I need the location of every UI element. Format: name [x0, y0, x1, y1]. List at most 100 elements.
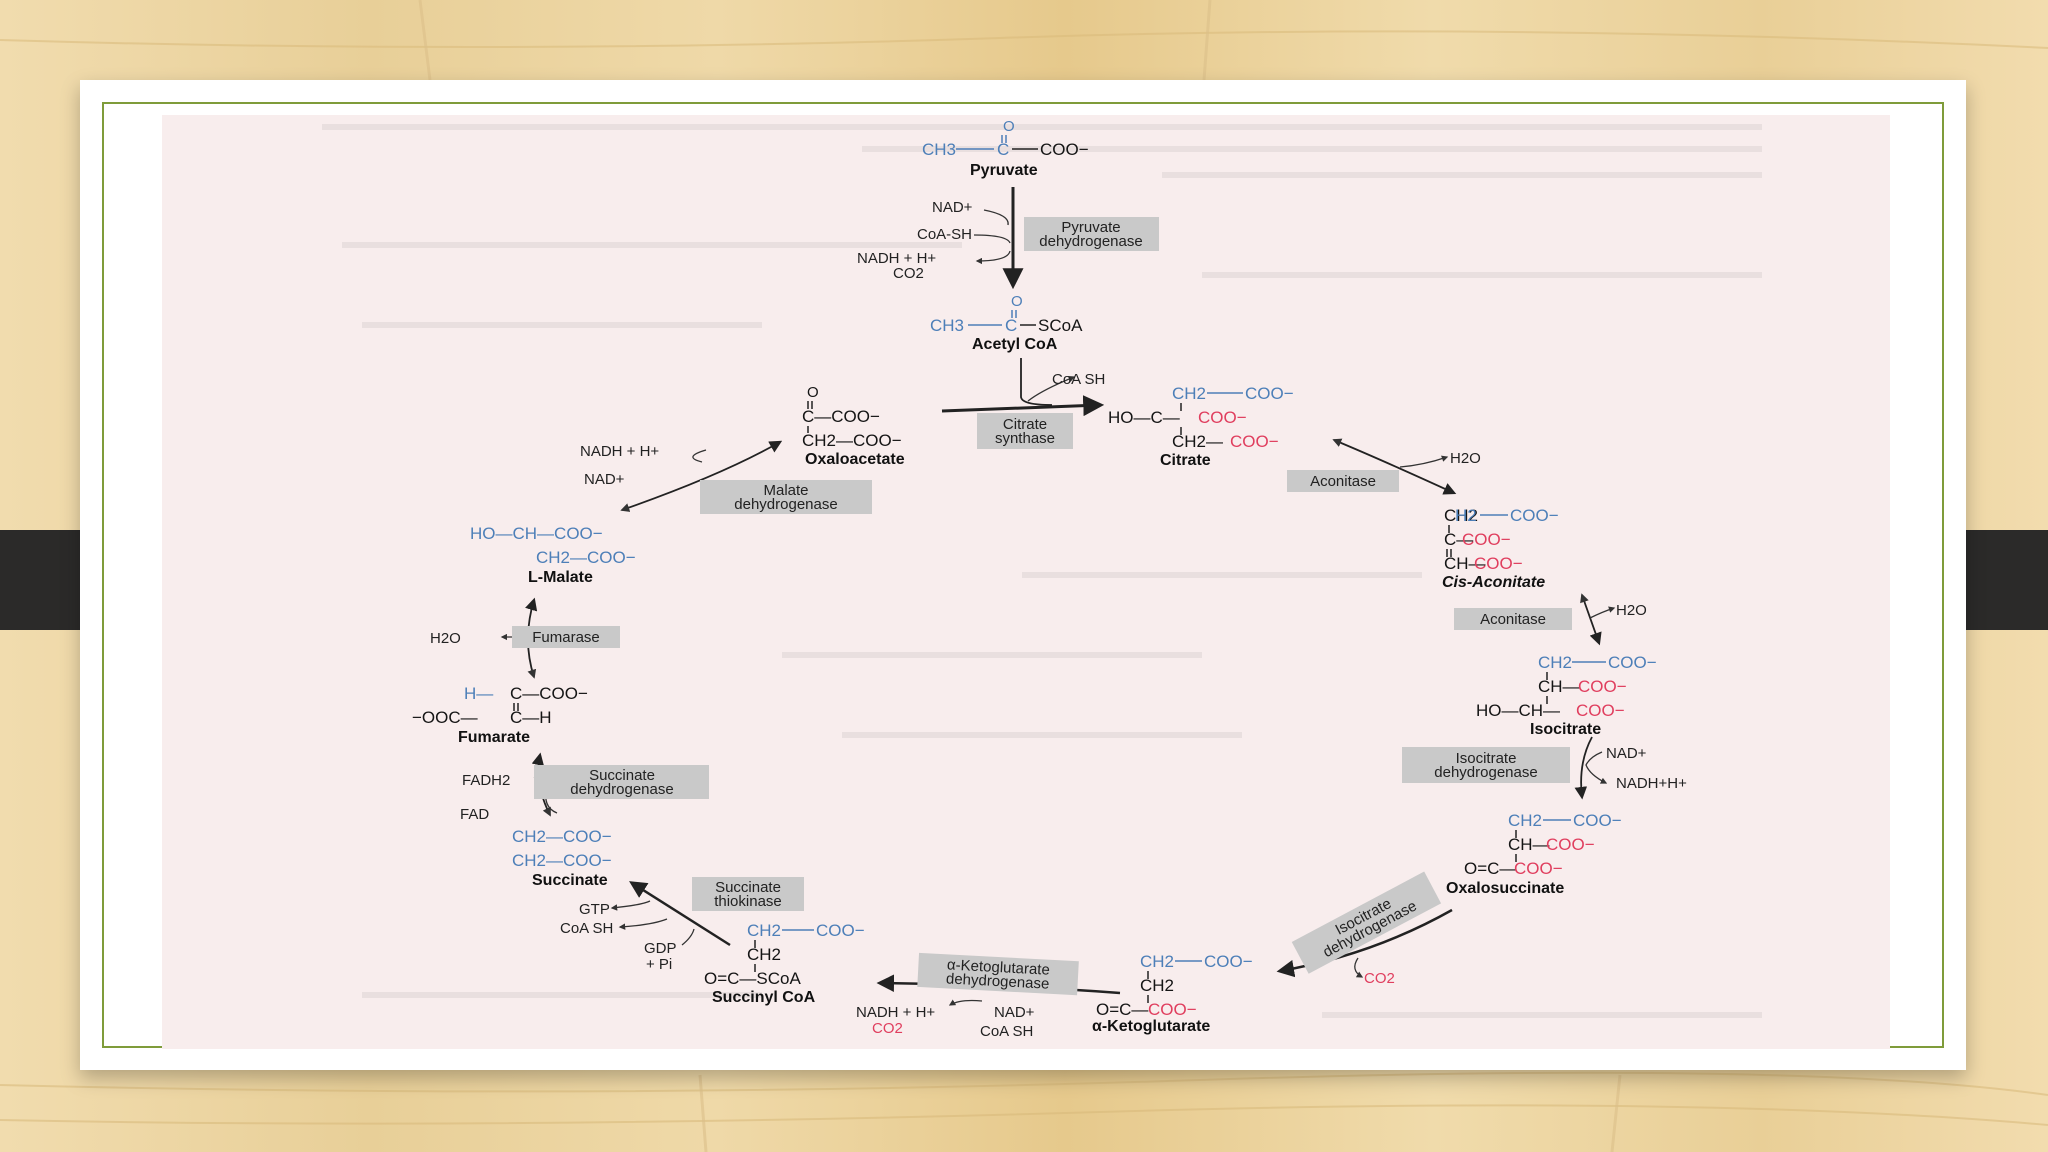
svg-text:C—H: C—H — [510, 708, 552, 727]
svg-text:H2: H2 — [1455, 506, 1477, 525]
svg-text:CoA-SH: CoA-SH — [917, 226, 972, 243]
tca-cycle-figure: O CH3 C COO− Pyruvate NAD+ CoA-SH NADH +… — [162, 115, 1890, 1049]
svg-text:Cis-Aconitate: Cis-Aconitate — [1442, 574, 1545, 591]
idh-co2: CO2 — [1364, 970, 1395, 987]
svg-text:COO−: COO− — [1148, 1000, 1197, 1019]
svg-text:COO−: COO− — [1474, 554, 1523, 573]
svg-text:CH—: CH— — [1508, 835, 1550, 854]
acon-h2o-2: H2O — [1616, 602, 1647, 619]
svg-text:CO2: CO2 — [893, 265, 924, 282]
svg-text:dehydrogenase: dehydrogenase — [734, 496, 837, 513]
svg-text:CH2: CH2 — [1140, 976, 1174, 995]
svg-text:CH2: CH2 — [1140, 952, 1174, 971]
svg-text:L-Malate: L-Malate — [528, 569, 593, 586]
akg-coash: CoA SH — [980, 1023, 1033, 1040]
svg-text:O=C—: O=C— — [1464, 859, 1516, 878]
svg-text:HO—CH—: HO—CH— — [1476, 701, 1560, 720]
cs-coash-label: CoA SH — [1052, 371, 1105, 388]
svg-text:GDP: GDP — [644, 940, 677, 957]
idh-nad-arrow — [1586, 752, 1606, 783]
acon-h2o-2-arrow — [1590, 608, 1614, 618]
idh-nad: NAD+ — [1606, 745, 1647, 762]
oxalosuccinate: CH2 COO− CH— COO− O=C— COO− Oxalosuccina… — [1446, 811, 1622, 897]
svg-text:COO−: COO− — [1578, 677, 1627, 696]
thiokinase-cofactors: GTP CoA SH GDP + Pi — [560, 901, 694, 973]
svg-text:Oxaloacetate: Oxaloacetate — [805, 451, 905, 468]
svg-text:CH3: CH3 — [930, 316, 964, 335]
svg-text:Citrate: Citrate — [1160, 452, 1211, 469]
oxaloacetate: O C—COO− CH2—COO− Oxaloacetate — [802, 384, 905, 468]
svg-text:dehydrogenase: dehydrogenase — [1434, 764, 1537, 781]
acetyl-coa: O CH3 C SCoA Acetyl CoA — [930, 293, 1083, 353]
idh-nadh: NADH+H+ — [1616, 775, 1687, 792]
svg-text:Oxalosuccinate: Oxalosuccinate — [1446, 880, 1564, 897]
svg-text:COO−: COO− — [1514, 859, 1563, 878]
svg-text:CH2—: CH2— — [1172, 432, 1223, 451]
svg-text:O=C—: O=C— — [1096, 1000, 1148, 1019]
svg-text:GTP: GTP — [579, 901, 610, 918]
enzyme-succinate-thiokinase: Succinate thiokinase — [692, 877, 804, 911]
svg-text:COO−: COO− — [1040, 140, 1089, 159]
cis-aconitate: CH2 H2 COO− C— COO− CH— COO− Cis-Aconita… — [1442, 506, 1559, 591]
sdh-fadh2: FADH2 — [462, 772, 510, 789]
svg-text:CH2: CH2 — [747, 921, 781, 940]
svg-text:−OOC—: −OOC— — [412, 708, 478, 727]
svg-text:COO−: COO− — [1245, 384, 1294, 403]
enzyme-aconitase-2: Aconitase — [1454, 608, 1572, 630]
svg-text:O: O — [1003, 118, 1015, 135]
akg-nadh: NADH + H+ — [856, 1004, 935, 1021]
svg-text:CH—: CH— — [1538, 677, 1580, 696]
enzyme-citrate-synthase: Citrate synthase — [977, 413, 1073, 449]
enzyme-succinate-dehydrogenase: Succinate dehydrogenase — [534, 765, 709, 799]
svg-text:+ Pi: + Pi — [646, 956, 672, 973]
svg-text:O: O — [1011, 293, 1023, 310]
svg-text:Fumarate: Fumarate — [458, 729, 530, 746]
tca-cycle-diagram: O CH3 C COO− Pyruvate NAD+ CoA-SH NADH +… — [162, 115, 1890, 1049]
akg-nad: NAD+ — [994, 1004, 1035, 1021]
svg-text:H—: H— — [464, 684, 493, 703]
svg-text:O=C—SCoA: O=C—SCoA — [704, 969, 801, 988]
svg-text:COO−: COO− — [1573, 811, 1622, 830]
acon-h2o-1: H2O — [1450, 450, 1481, 467]
svg-text:Acetyl CoA: Acetyl CoA — [972, 336, 1058, 353]
citrate-synthase-arrow — [942, 405, 1100, 411]
svg-text:Isocitrate: Isocitrate — [1530, 721, 1601, 738]
enzyme-akg-dehydrogenase: α-Ketoglutarate dehydrogenase — [917, 953, 1079, 995]
svg-text:C: C — [1005, 316, 1017, 335]
pdh-cofactors: NAD+ CoA-SH NADH + H+ CO2 — [857, 199, 1010, 282]
svg-text:COO−: COO− — [1462, 530, 1511, 549]
svg-text:HO—CH—COO−: HO—CH—COO− — [470, 524, 603, 543]
svg-text:COO−: COO− — [1204, 952, 1253, 971]
svg-text:COO−: COO− — [1198, 408, 1247, 427]
akg-co2: CO2 — [872, 1020, 903, 1037]
svg-text:SCoA: SCoA — [1038, 316, 1083, 335]
l-malate: HO—CH—COO− CH2—COO− L-Malate — [470, 524, 636, 586]
svg-text:CH2—COO−: CH2—COO− — [802, 431, 902, 450]
svg-text:Fumarase: Fumarase — [532, 629, 600, 646]
svg-text:Aconitase: Aconitase — [1480, 611, 1546, 628]
fum-h2o: H2O — [430, 630, 461, 647]
svg-text:Succinyl CoA: Succinyl CoA — [712, 989, 816, 1006]
svg-text:C—COO−: C—COO− — [510, 684, 588, 703]
svg-text:COO−: COO− — [1576, 701, 1625, 720]
svg-text:NAD+: NAD+ — [932, 199, 973, 216]
succinate: CH2—COO− CH2—COO− Succinate — [512, 827, 612, 889]
svg-text:CH3: CH3 — [922, 140, 956, 159]
citrate: CH2 COO− HO—C— COO− CH2— COO− Citrate — [1108, 384, 1294, 469]
svg-text:dehydrogenase: dehydrogenase — [1039, 233, 1142, 250]
svg-text:COO−: COO− — [1230, 432, 1279, 451]
enzyme-fumarase: Fumarase — [512, 626, 620, 648]
mdh-nad: NAD+ — [584, 471, 625, 488]
svg-text:HO—C—: HO—C— — [1108, 408, 1180, 427]
svg-text:CH2: CH2 — [747, 945, 781, 964]
svg-text:CH2: CH2 — [1172, 384, 1206, 403]
succinyl-coa: CH2 COO− CH2 O=C—SCoA Succinyl CoA — [704, 921, 865, 1006]
svg-text:O: O — [807, 384, 819, 401]
svg-text:C—COO−: C—COO− — [802, 407, 880, 426]
isocitrate: CH2 COO− CH— COO− HO—CH— COO− Isocitrate — [1476, 653, 1657, 738]
enzyme-malate-dehydrogenase: Malate dehydrogenase — [700, 480, 872, 514]
fumarate: H— C—COO− −OOC— C—H Fumarate — [412, 684, 588, 746]
mdh-cofactor-arrow — [693, 450, 706, 462]
svg-text:CH2—COO−: CH2—COO− — [536, 548, 636, 567]
enzyme-isocitrate-dehydrogenase-2: Isocitrate dehydrogenase — [1292, 872, 1441, 974]
